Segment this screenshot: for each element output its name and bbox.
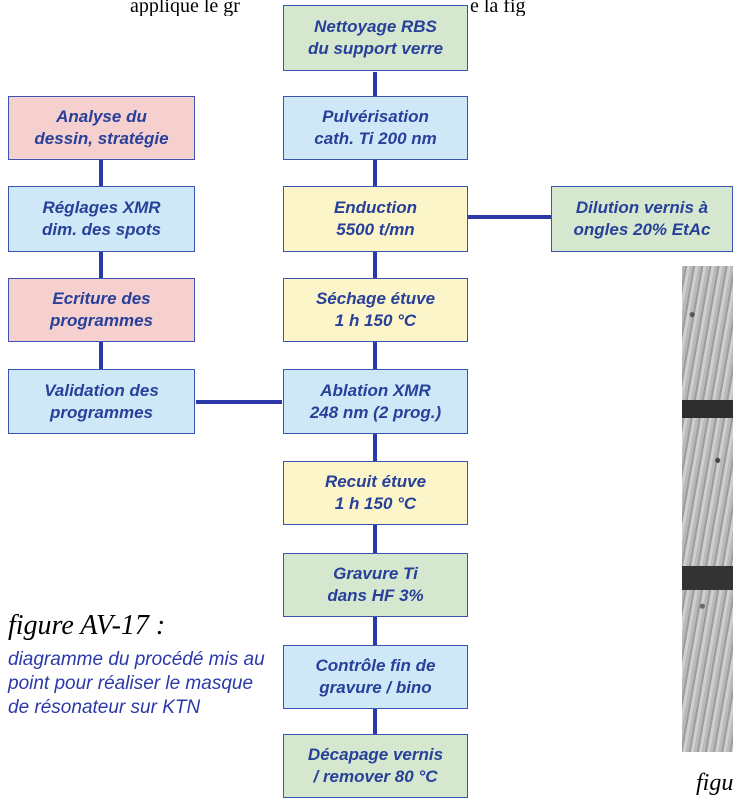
step-decapage: Décapage vernis/ remover 80 °C — [283, 734, 468, 798]
figure-caption-body: diagramme du procédé mis au point pour r… — [8, 649, 265, 718]
figure-caption-title: figure AV-17 : — [8, 610, 166, 641]
validation-connector-line — [196, 400, 282, 404]
partial-figure-label: figu — [696, 770, 733, 796]
sem-photo-band — [682, 566, 733, 590]
header-right-text: e la fig — [470, 0, 526, 16]
sem-photo-band — [682, 400, 733, 418]
right-connector-line — [465, 215, 551, 219]
header-left-text: applique le gr — [130, 0, 240, 16]
sem-photo — [682, 266, 733, 752]
left-connector-line — [99, 160, 103, 375]
